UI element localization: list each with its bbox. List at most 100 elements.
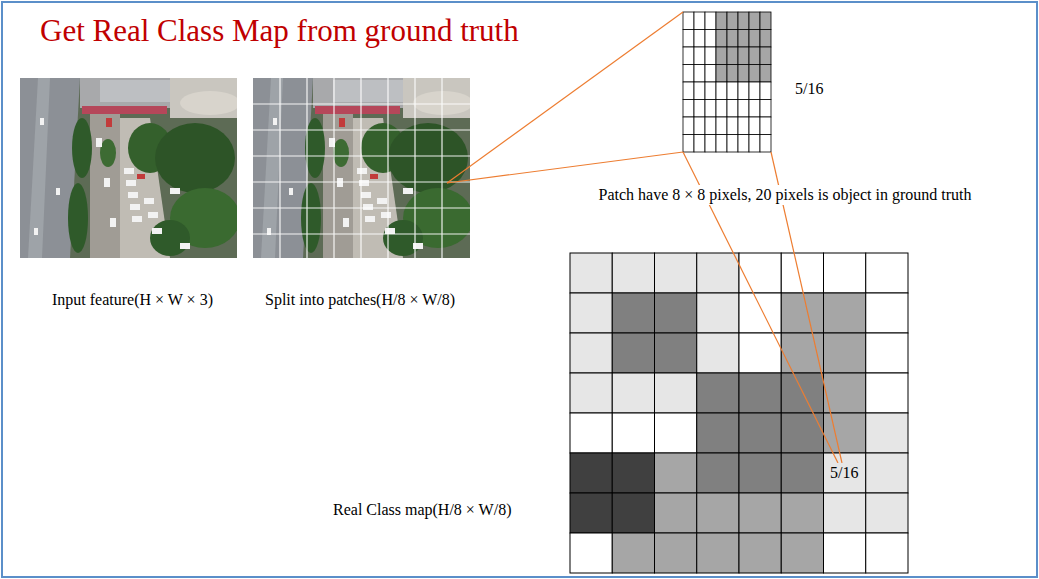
grid-cell	[697, 453, 739, 493]
grid-cell	[694, 135, 705, 153]
grid-cell	[612, 413, 654, 453]
grid-cell	[781, 493, 823, 533]
grid-cell	[824, 493, 866, 533]
grid-cell	[655, 373, 697, 413]
grid-cell	[760, 47, 771, 65]
grid-cell	[697, 293, 739, 333]
grid-cell	[694, 65, 705, 83]
grid-cell	[749, 12, 760, 30]
grid-cell	[697, 373, 739, 413]
grid-cell	[655, 253, 697, 293]
grid-cell	[705, 12, 716, 30]
grid-cell	[727, 47, 738, 65]
grid-cell	[716, 117, 727, 135]
grid-cell	[612, 293, 654, 333]
grid-cell	[655, 333, 697, 373]
grid-cell	[760, 82, 771, 100]
grid-cell	[612, 373, 654, 413]
grid-cell	[697, 413, 739, 453]
grid-cell	[683, 65, 694, 83]
grid-cell	[749, 82, 760, 100]
grid-cell	[570, 413, 612, 453]
grid-cell	[824, 333, 866, 373]
grid-cell	[738, 117, 749, 135]
grid-cell	[694, 100, 705, 118]
grid-cell	[760, 117, 771, 135]
grid-cell	[824, 533, 866, 573]
grid-cell	[570, 373, 612, 413]
grid-cell	[683, 135, 694, 153]
grid-cell	[705, 117, 716, 135]
grid-cell	[749, 135, 760, 153]
grid-cell	[683, 12, 694, 30]
grid-cell	[694, 30, 705, 48]
grid-cell	[824, 293, 866, 333]
grid-cell	[749, 100, 760, 118]
grid-cell	[716, 65, 727, 83]
grid-cell	[866, 293, 908, 333]
grid-cell	[683, 82, 694, 100]
grid-cell	[781, 533, 823, 573]
grid-cell	[683, 30, 694, 48]
grid-cell	[727, 12, 738, 30]
grid-cell	[612, 253, 654, 293]
grid-cell	[683, 100, 694, 118]
grid-cell	[716, 100, 727, 118]
grid-cell	[738, 100, 749, 118]
grid-cell	[739, 453, 781, 493]
grid-cell	[749, 117, 760, 135]
grid-cell	[866, 493, 908, 533]
grid-cell	[739, 373, 781, 413]
grid-cell	[739, 253, 781, 293]
map-caption: Real Class map(H/8 × W/8)	[333, 500, 511, 520]
grid-cell	[749, 47, 760, 65]
grid-cell	[655, 453, 697, 493]
patch-note: Patch have 8 × 8 pixels, 20 pixels is ob…	[560, 185, 1010, 205]
grid-cell	[570, 253, 612, 293]
grid-cell	[570, 293, 612, 333]
grid-cell	[697, 333, 739, 373]
grid-cell	[781, 293, 823, 333]
image-caption: Split into patches(H/8 × W/8)	[265, 290, 455, 310]
grid-cell	[824, 253, 866, 293]
grid-cell	[781, 453, 823, 493]
grid-cell	[866, 453, 908, 493]
ratio-label: 5/16	[830, 463, 858, 483]
grid-cell	[781, 413, 823, 453]
grid-cell	[570, 453, 612, 493]
grid-cell	[697, 493, 739, 533]
ratio-label: 5/16	[795, 79, 823, 99]
grid-cell	[760, 100, 771, 118]
grid-cell	[727, 30, 738, 48]
grid-cell	[738, 30, 749, 48]
grid-cell	[739, 533, 781, 573]
grid-cell	[655, 293, 697, 333]
grid-cell	[612, 453, 654, 493]
grid-cell	[612, 493, 654, 533]
grid-cell	[727, 65, 738, 83]
grid-cell	[824, 373, 866, 413]
grid-cell	[738, 65, 749, 83]
image-caption: Input feature(H × W × 3)	[52, 290, 213, 310]
grid-cell	[716, 135, 727, 153]
grid-cell	[705, 135, 716, 153]
grid-cell	[749, 65, 760, 83]
grid-cell	[727, 117, 738, 135]
grid-cell	[655, 493, 697, 533]
grid-cell	[612, 333, 654, 373]
slide-title: Get Real Class Map from ground truth	[40, 12, 519, 51]
grid-cell	[739, 293, 781, 333]
grid-cell	[739, 493, 781, 533]
grid-cell	[866, 253, 908, 293]
grid-cell	[781, 373, 823, 413]
grid-cell	[612, 533, 654, 573]
grid-cell	[694, 12, 705, 30]
grid-cell	[694, 117, 705, 135]
grid-cell	[705, 100, 716, 118]
grid-cell	[570, 333, 612, 373]
grid-cell	[705, 82, 716, 100]
grid-cell	[683, 47, 694, 65]
grid-cell	[716, 82, 727, 100]
grid-cell	[738, 82, 749, 100]
